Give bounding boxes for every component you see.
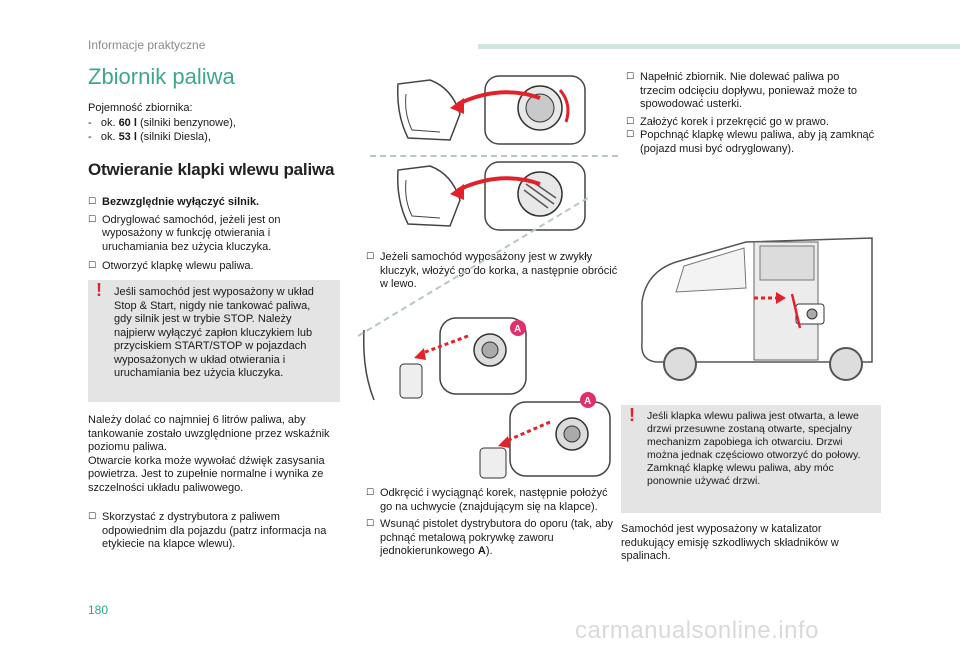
step-use-pump: Skorzystać z dystrybutora z paliwem odpo… [88,511,340,552]
warning-exclamation-icon: ! [96,280,102,300]
section-heading: Otwieranie klapki wlewu paliwa [88,160,335,179]
callout-a-lower: A [584,396,591,407]
illustration-key-cap-open [396,75,586,145]
section-label: Informacje praktyczne [88,38,206,52]
pump-step: Skorzystać z dystrybutora z paliwem odpo… [88,511,340,556]
header-accent-bar [478,44,960,49]
step-insert-nozzle: Wsunąć pistolet dystrybutora do oporu (t… [366,518,618,559]
stop-start-warning-text: Jeśli samochód jest wyposażony w układ S… [114,286,314,379]
step-insert-key: Jeżeli samochód wyposażony jest w zwykły… [366,251,618,292]
watermark: carmanualsonline.info [575,617,819,644]
step-unscrew-cap: Odkręcić i wyciągnąć korek, następnie po… [366,487,618,514]
stop-start-warning: ! Jeśli samochód jest wyposażony w układ… [88,280,340,402]
step-open-flap: Otworzyć klapkę wlewu paliwa. [88,260,338,274]
finish-steps: Napełnić zbiornik. Nie dolewać paliwa po… [626,71,876,160]
capacity-intro: Pojemność zbiornika: [88,102,193,114]
key-step-block: Jeżeli samochód wyposażony jest w zwykły… [366,251,618,296]
page-number: 180 [88,603,109,617]
sliding-door-warning: ! Jeśli klapka wlewu paliwa jest otwarta… [621,405,881,513]
step-unlock: Odryglować samochód, jeżeli jest on wypo… [88,214,338,255]
refuel-steps: Odkręcić i wyciągnąć korek, następnie po… [366,487,618,563]
note-block: Należy dolać co najmniej 6 litrów paliwa… [88,414,340,495]
illustration-cap-closed [396,161,586,231]
step-replace-cap: Założyć korek i przekręcić go w prawo. [626,116,876,130]
callout-a-upper: A [514,324,521,335]
illustration-van-sliding-door [641,237,873,381]
capacity-block: Pojemność zbiornika: - ok. 60 l (silniki… [88,101,236,145]
illustration-cap-removed: A [362,317,527,401]
opening-steps: Bezwzględnie wyłączyć silnik. Odryglować… [88,196,338,278]
note-air-sound: Otwarcie korka może wywołać dźwięk zasys… [88,454,325,494]
page-title: Zbiornik paliwa [88,64,235,89]
step-close-flap: Popchnąć klapkę wlewu paliwa, aby ją zam… [626,129,876,156]
capacity-petrol: - ok. 60 l (silniki benzynowe), [88,116,236,129]
step-switch-off: Bezwzględnie wyłączyć silnik. [88,196,338,210]
warning-exclamation-icon: ! [629,405,635,425]
capacity-diesel: - ok. 53 l (silniki Diesla), [88,131,211,143]
illustration-nozzle: A [479,392,611,479]
sliding-door-warning-text: Jeśli klapka wlewu paliwa jest otwarta, … [647,410,861,487]
step-fill-tank: Napełnić zbiornik. Nie dolewać paliwa po… [626,71,876,112]
dashed-separator [370,155,618,157]
catalyst-note: Samochód jest wyposażony w katalizator r… [621,523,839,562]
note-minimum-fuel: Należy dolać co najmniej 6 litrów paliwa… [88,414,330,453]
